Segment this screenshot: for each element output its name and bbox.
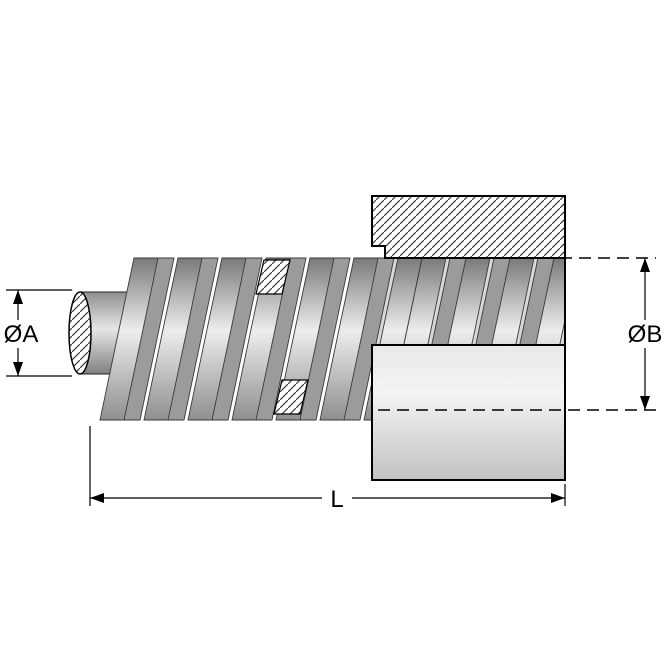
dimension-dia-b: ØB [624, 258, 666, 410]
arrow-left-icon [90, 493, 104, 503]
arrow-right-icon [551, 493, 565, 503]
housing-exterior-face [371, 344, 566, 481]
housing-sectioned-wall [371, 195, 566, 259]
coil-section-top [255, 259, 291, 295]
dia-b-label: ØB [628, 321, 663, 348]
free-front-strands [99, 257, 423, 421]
housing [371, 195, 566, 481]
dimension-dia-a: ØA [2, 289, 72, 377]
hidden-lines [378, 257, 656, 411]
dia-a-label: ØA [4, 321, 39, 348]
coil-section-bottom [273, 379, 309, 415]
arrow-down-icon [13, 362, 23, 376]
dimension-length: L [89, 426, 566, 513]
arrow-down-icon [640, 396, 650, 410]
coil-section-patches [255, 259, 309, 415]
length-label: L [330, 486, 343, 513]
guide-rod-section-end [68, 291, 92, 375]
arrow-up-icon [640, 258, 650, 272]
arrow-up-icon [13, 290, 23, 304]
